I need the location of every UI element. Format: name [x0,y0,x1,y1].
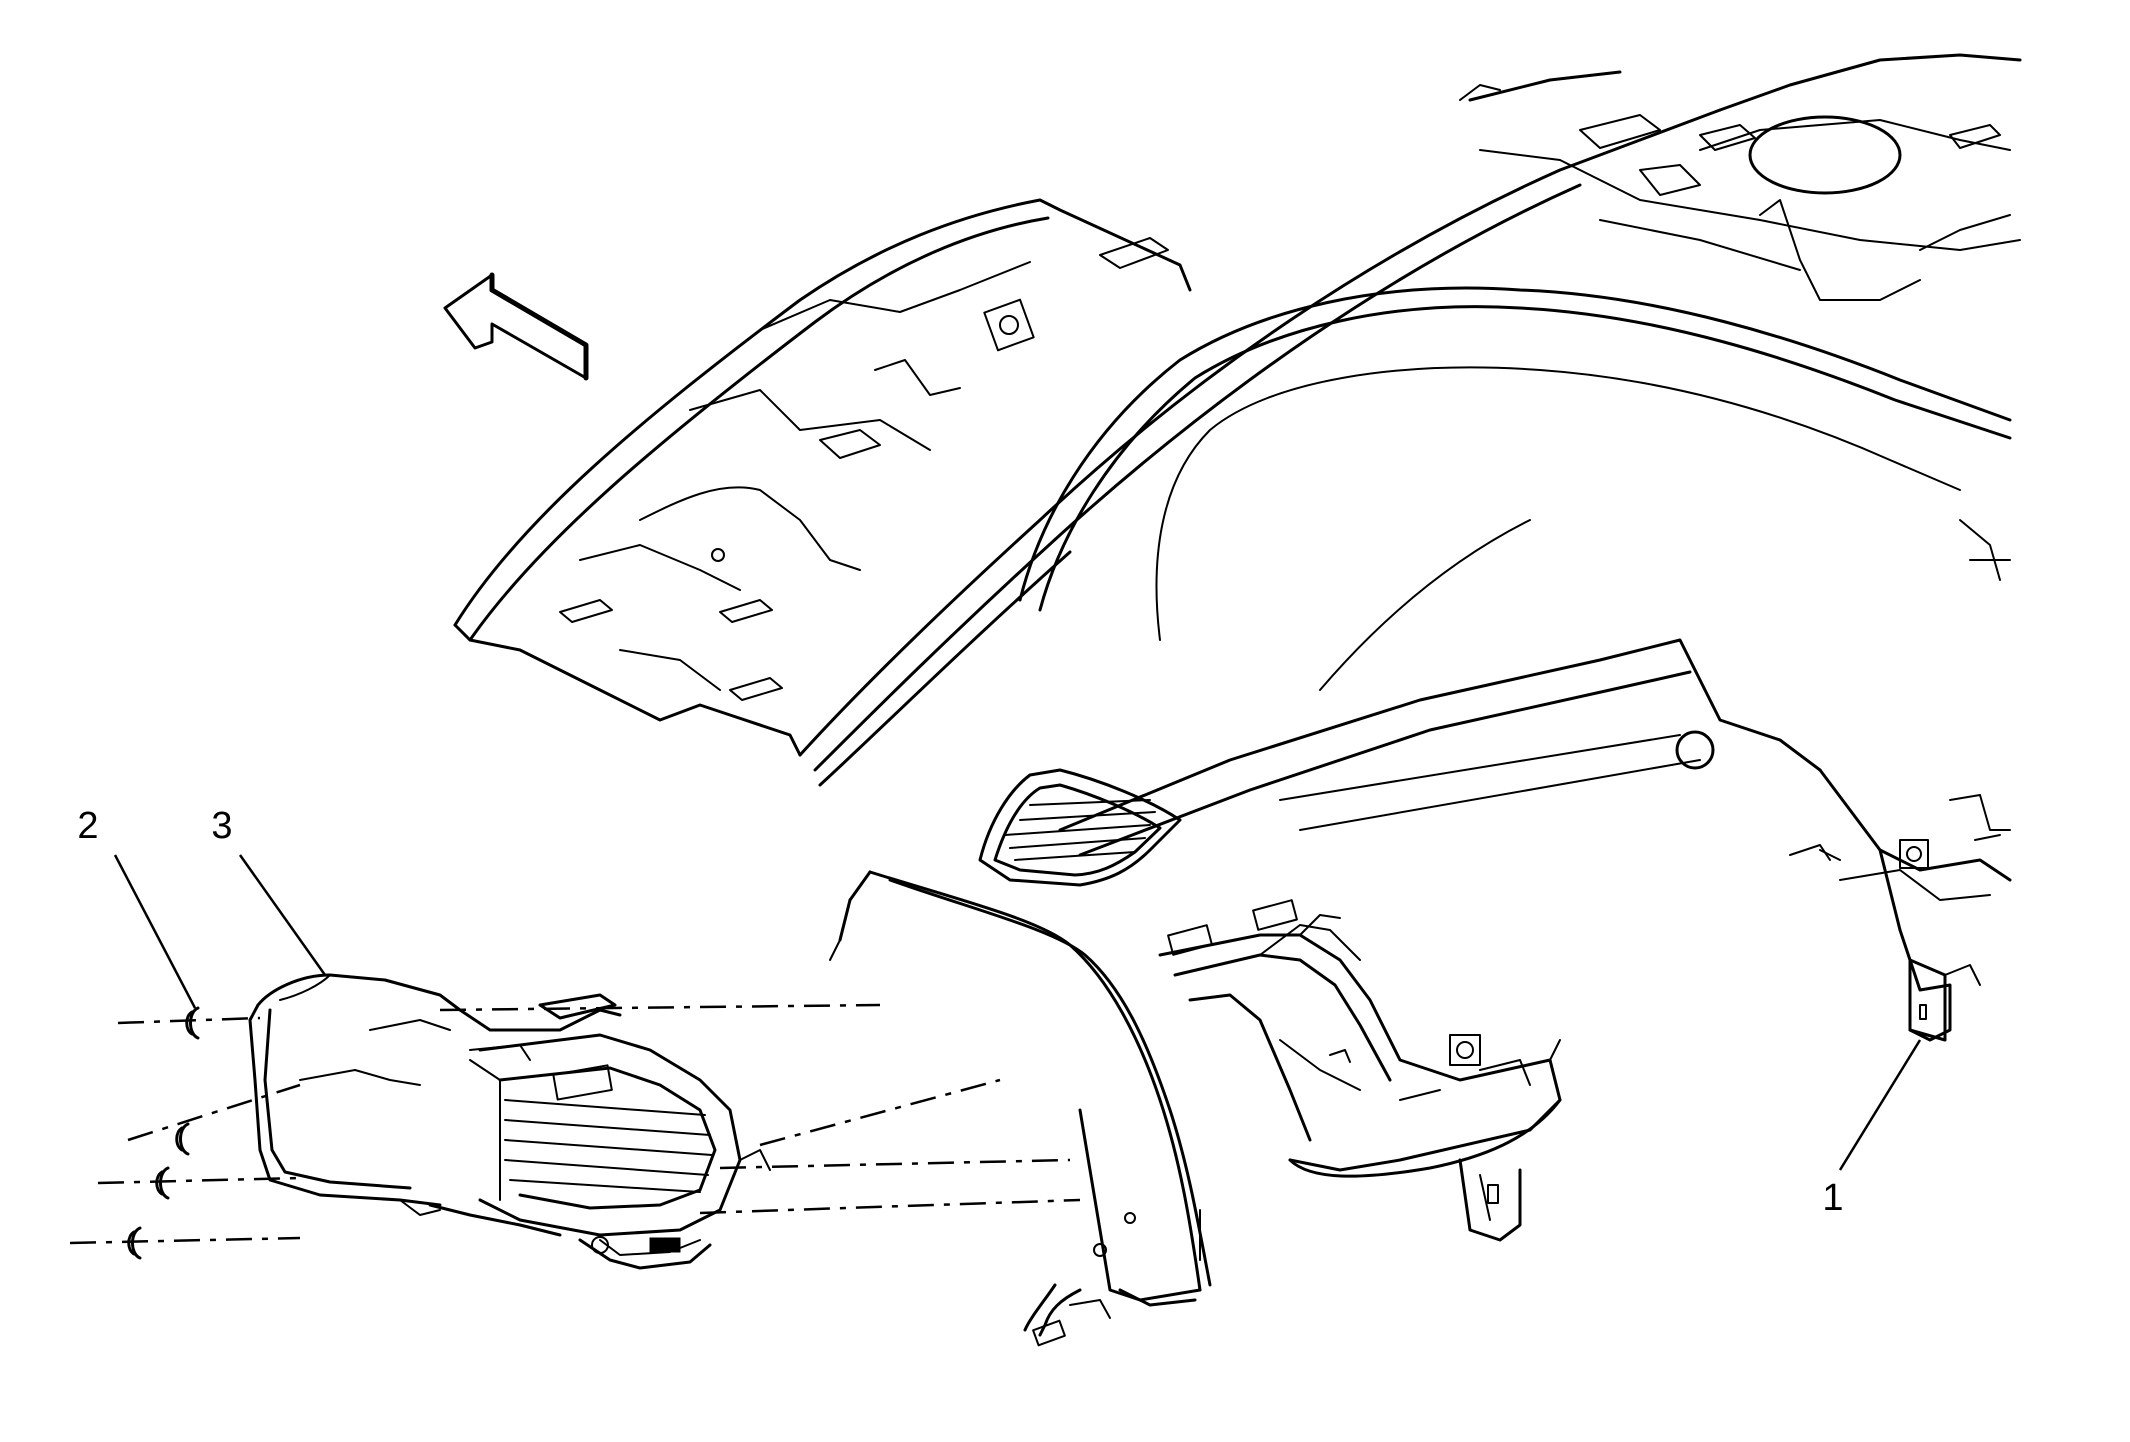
instrument-panel-body [798,53,2022,901]
instrument-panel-bracket [1878,848,1981,1042]
retaining-clip-icon [127,1006,200,1260]
callout-label-2: 2 [77,805,98,847]
callout-label-1: 1 [1822,1177,1843,1219]
front-direction-arrow-icon [443,272,589,381]
dash-left-end-panel [829,870,1212,1347]
defroster-deck-panel [453,198,1192,757]
center-air-outlet [978,768,1182,887]
air-outlet-assembly [248,973,771,1270]
alignment-dashed-lines [69,1003,1081,1245]
lower-storage-compartment [1158,899,1562,1242]
callout-label-3: 3 [211,805,232,847]
callout-leaders [113,854,1922,1171]
